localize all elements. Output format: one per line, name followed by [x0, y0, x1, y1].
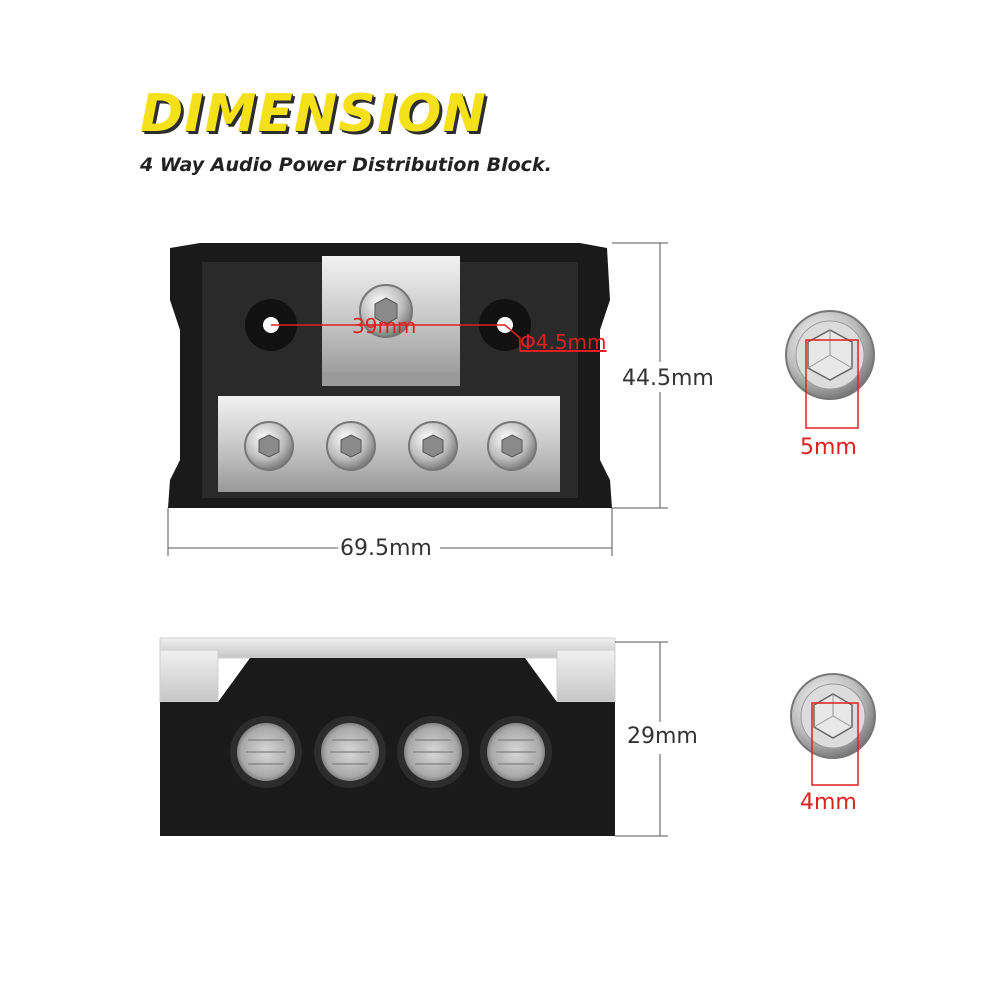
height-top-label: 44.5mm: [622, 366, 714, 391]
page-title: DIMENSION: [140, 84, 487, 144]
small-bolt-size-label: 4mm: [800, 790, 857, 815]
page-subtitle: 4 Way Audio Power Distribution Block.: [140, 154, 552, 176]
side-view-block: [159, 637, 616, 836]
width-label: 69.5mm: [340, 536, 432, 561]
hole-diameter-label: Φ4.5mm: [520, 330, 607, 354]
hole-spacing-label: 39mm: [352, 314, 417, 338]
side-view-dimension-lines: [615, 641, 668, 837]
height-side-label: 29mm: [627, 724, 698, 749]
large-bolt-illustration: [785, 310, 875, 429]
small-bolt-illustration: [790, 673, 876, 786]
large-bolt-size-label: 5mm: [800, 435, 857, 460]
top-view-block: [168, 243, 612, 508]
top-view-dimension-lines: [167, 242, 668, 556]
